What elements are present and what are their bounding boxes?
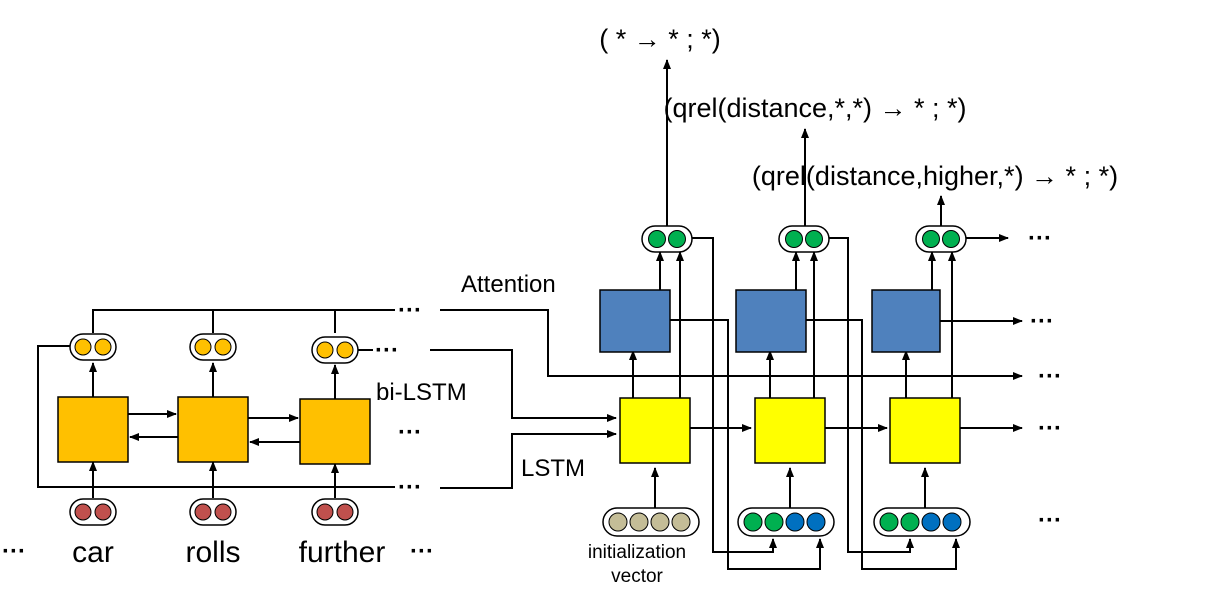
attention-boxes	[599, 289, 941, 353]
edge-att2-feedback	[806, 319, 960, 570]
formula-middle: (qrel(distance,*,*) → * ; *)	[663, 93, 966, 123]
ellipsis-words-right: ···	[410, 538, 434, 565]
decoder-input-token-2	[737, 507, 835, 537]
label-attention: Attention	[461, 271, 556, 298]
encoder-box-3	[299, 398, 371, 465]
edge-out2-feedback	[829, 237, 914, 553]
output-token-3	[915, 225, 967, 253]
decoder-input-token-3	[873, 507, 971, 537]
label-init-line1: initialization	[588, 542, 686, 563]
hidden-token-1	[69, 333, 117, 361]
formula-top: ( * → * ; *)	[599, 24, 721, 54]
attention-box-1	[599, 289, 671, 353]
embedding-token-rolls	[189, 498, 237, 526]
encoder-box-1	[57, 396, 129, 463]
embedding-token-further	[311, 498, 359, 526]
output-token-1	[641, 225, 693, 253]
label-init-line2: vector	[611, 566, 663, 587]
ellipsis-encoder-top: ···	[398, 297, 422, 324]
label-lstm: LSTM	[521, 455, 585, 482]
word-rolls: rolls	[185, 536, 240, 569]
ellipsis-memory: ···	[1038, 363, 1062, 390]
encoder-box-2	[177, 396, 249, 463]
decoder-boxes	[619, 397, 961, 464]
decoder-box-1	[619, 397, 691, 464]
decoder-box-2	[754, 397, 826, 464]
edge-h1-up	[92, 309, 395, 333]
edge-bottom-to-lstm	[440, 430, 617, 489]
label-bilstm: bi-LSTM	[376, 379, 467, 406]
decoder-output-tokens	[641, 225, 967, 253]
encoder-boxes	[57, 396, 371, 465]
ellipsis-output: ···	[1028, 225, 1052, 252]
initialization-vector-token	[602, 507, 700, 537]
edge-att1-feedback	[670, 319, 824, 570]
hidden-token-2	[189, 333, 237, 361]
edge-h1-loop	[37, 345, 395, 488]
attention-box-3	[871, 289, 941, 353]
attention-box-2	[735, 289, 807, 353]
edge-encoder-memory	[440, 309, 1023, 380]
ellipsis-encoder-mid: ···	[398, 419, 422, 446]
word-further: further	[299, 536, 386, 569]
hidden-token-3	[311, 336, 359, 364]
output-token-2	[778, 225, 830, 253]
edge-h3-to-lstm	[430, 349, 617, 422]
formula-lower: (qrel(distance,higher,*) → * ; *)	[752, 161, 1118, 191]
embedding-token-car	[69, 498, 117, 526]
ellipsis-decoder: ···	[1038, 415, 1062, 442]
decoder-box-3	[889, 397, 961, 464]
word-car: car	[72, 536, 114, 569]
ellipsis-encoder-bottom: ···	[398, 474, 422, 501]
edge-out1-feedback	[692, 237, 777, 553]
ellipsis-encoder-h3: ···	[375, 337, 399, 364]
hidden-state-tokens	[69, 333, 359, 364]
connections	[37, 59, 1023, 570]
ellipsis-attention: ···	[1030, 308, 1054, 335]
ellipsis-decoder-input: ···	[1038, 507, 1062, 534]
word-embedding-tokens	[69, 498, 359, 526]
ellipsis-words-left: ···	[2, 538, 26, 565]
decoder-input-tokens	[737, 507, 971, 537]
